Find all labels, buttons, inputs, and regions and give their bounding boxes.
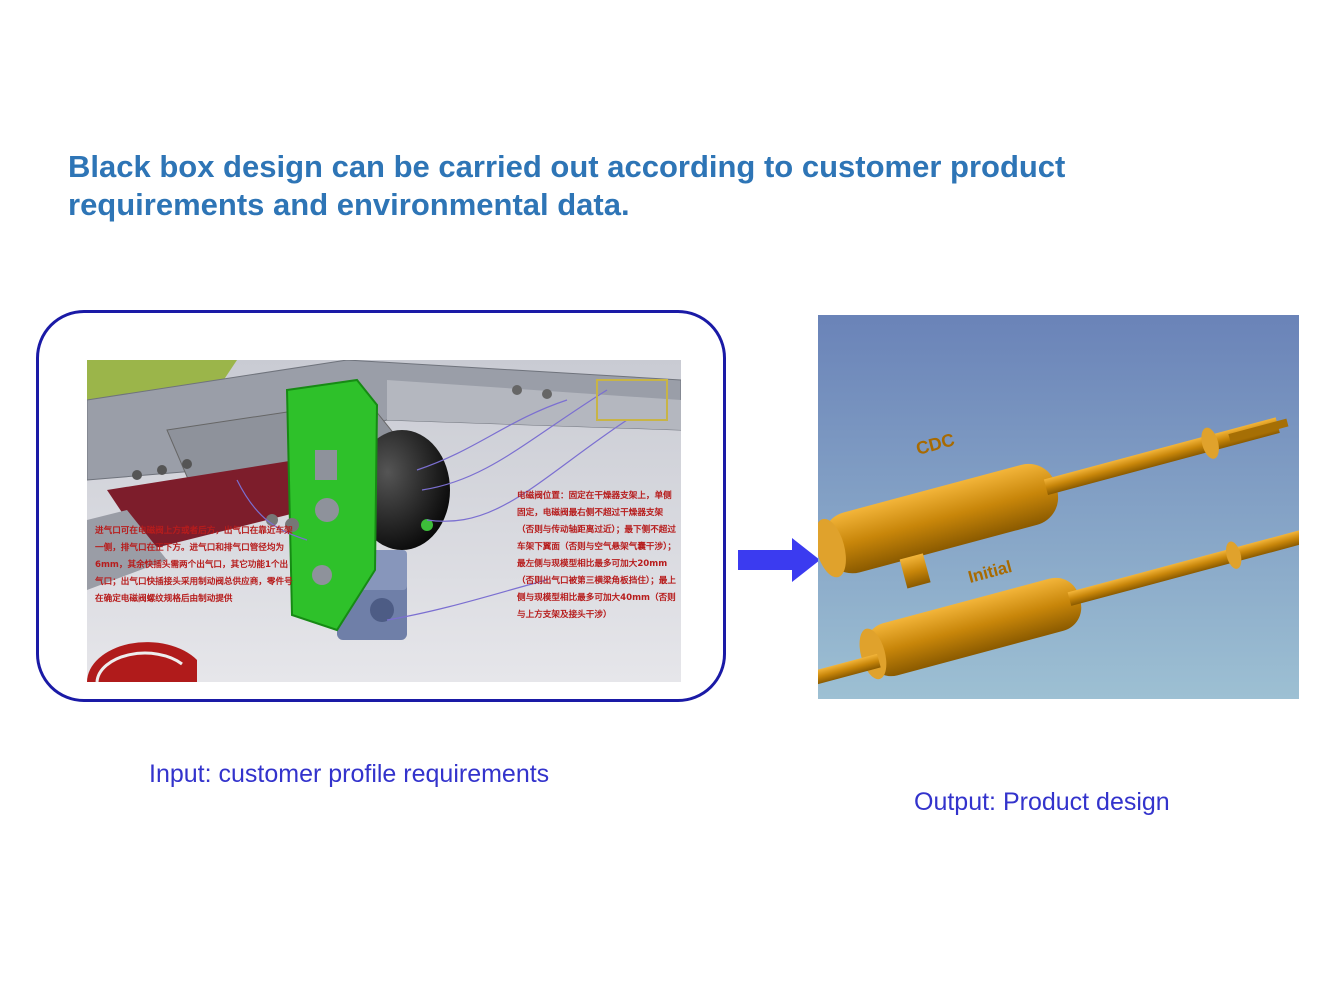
chassis-cad-image: 进气口可在电磁阀上方或者后方，出气口在靠近车架一侧，排气口在正下方。进气口和排气…	[87, 360, 681, 682]
shock-absorber-drawing: CDC Initial	[818, 315, 1299, 699]
right-arrow-icon	[738, 538, 820, 582]
shock-absorber-cad-image: CDC Initial	[818, 315, 1299, 699]
annotation-left-text: 进气口可在电磁阀上方或者后方，出气口在靠近车架一侧，排气口在正下方。进气口和排气…	[95, 526, 293, 604]
chassis-cad-drawing	[87, 360, 681, 682]
input-caption: Input: customer profile requirements	[149, 760, 550, 788]
slide-title: Black box design can be carried out acco…	[68, 149, 1066, 222]
output-caption: Output: Product design	[914, 788, 1170, 816]
annotation-right-text: 电磁阀位置：固定在干燥器支架上，单侧固定，电磁阀最右侧不超过干燥器支架（否则与传…	[517, 491, 676, 620]
